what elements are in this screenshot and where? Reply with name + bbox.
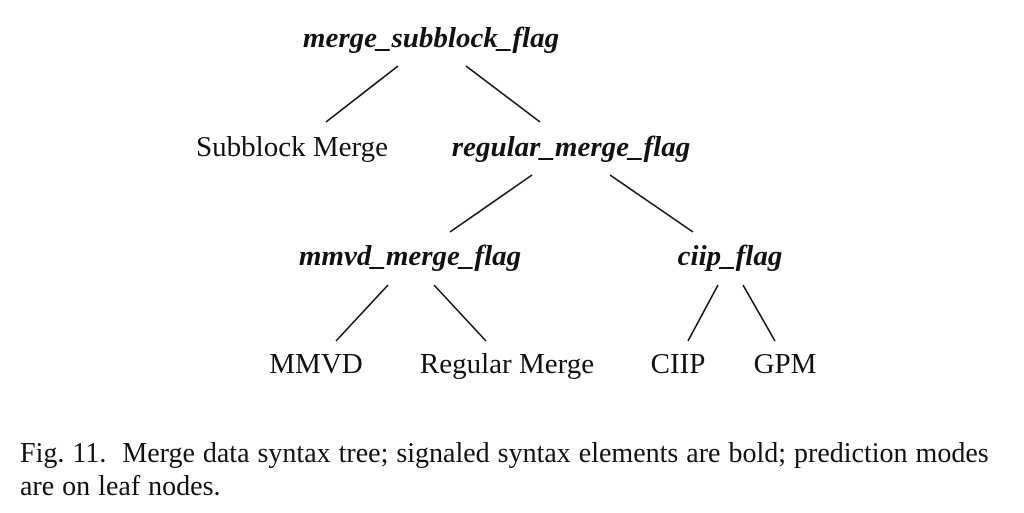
edge-ciip-flag-to-gpm <box>742 284 776 342</box>
edge-regular-merge-flag-to-ciip-flag <box>609 174 694 233</box>
node-subblock-merge: Subblock Merge <box>196 131 388 163</box>
node-mmvd: MMVD <box>269 348 363 380</box>
node-ciip-flag: ciip_flag <box>677 240 783 272</box>
figure-caption: Fig. 11. Merge data syntax tree; signale… <box>20 437 1020 503</box>
node-gpm: GPM <box>753 348 817 380</box>
node-regular-merge-flag: regular_merge_flag <box>451 131 691 163</box>
node-mmvd-merge-flag: mmvd_merge_flag <box>298 240 522 272</box>
caption-label: Fig. 11. <box>20 438 107 469</box>
node-merge-subblock-flag: merge_subblock_flag <box>302 22 560 54</box>
caption-text: Merge data syntax tree; signaled syntax … <box>20 438 997 502</box>
edge-regular-merge-flag-to-mmvd-merge-flag <box>449 174 533 233</box>
edge-ciip-flag-to-ciip <box>687 284 719 342</box>
edge-merge-subblock-flag-to-regular-merge-flag <box>465 65 541 123</box>
edge-mmvd-merge-flag-to-regular-merge <box>433 284 487 342</box>
edge-merge-subblock-flag-to-subblock-merge <box>325 65 399 123</box>
edge-mmvd-merge-flag-to-mmvd <box>335 284 389 342</box>
node-ciip: CIIP <box>650 348 706 380</box>
node-regular-merge: Regular Merge <box>419 348 595 380</box>
